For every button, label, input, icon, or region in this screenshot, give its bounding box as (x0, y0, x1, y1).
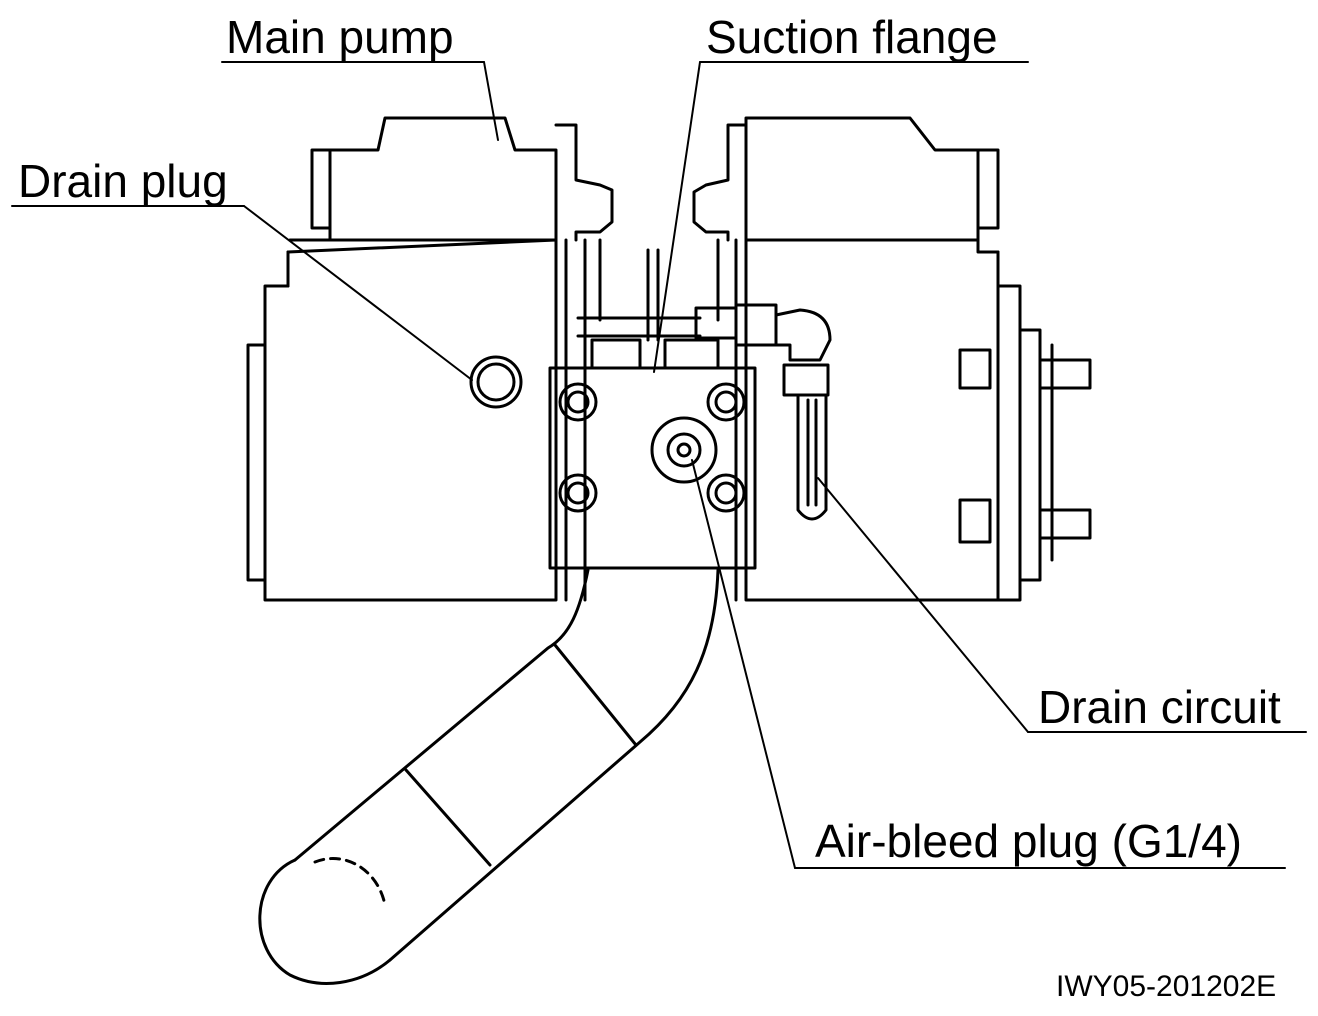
suction-flange (548, 248, 757, 570)
figure-code: IWY05-201202E (1056, 970, 1277, 1003)
right-pump-body (692, 116, 1092, 602)
suction-pipe (258, 568, 720, 985)
drain-circuit-pipe (694, 303, 832, 521)
label-main-pump: Main pump (226, 11, 454, 63)
label-drain-circuit: Drain circuit (1038, 681, 1281, 733)
label-air-bleed-plug: Air-bleed plug (G1/4) (815, 815, 1242, 867)
label-suction-flange: Suction flange (706, 11, 998, 63)
label-drain-plug: Drain plug (18, 155, 228, 207)
air-bleed-plug (650, 416, 718, 484)
left-pump-body (246, 116, 614, 602)
drain-plug (469, 355, 523, 409)
leader-lines (11, 61, 1307, 869)
